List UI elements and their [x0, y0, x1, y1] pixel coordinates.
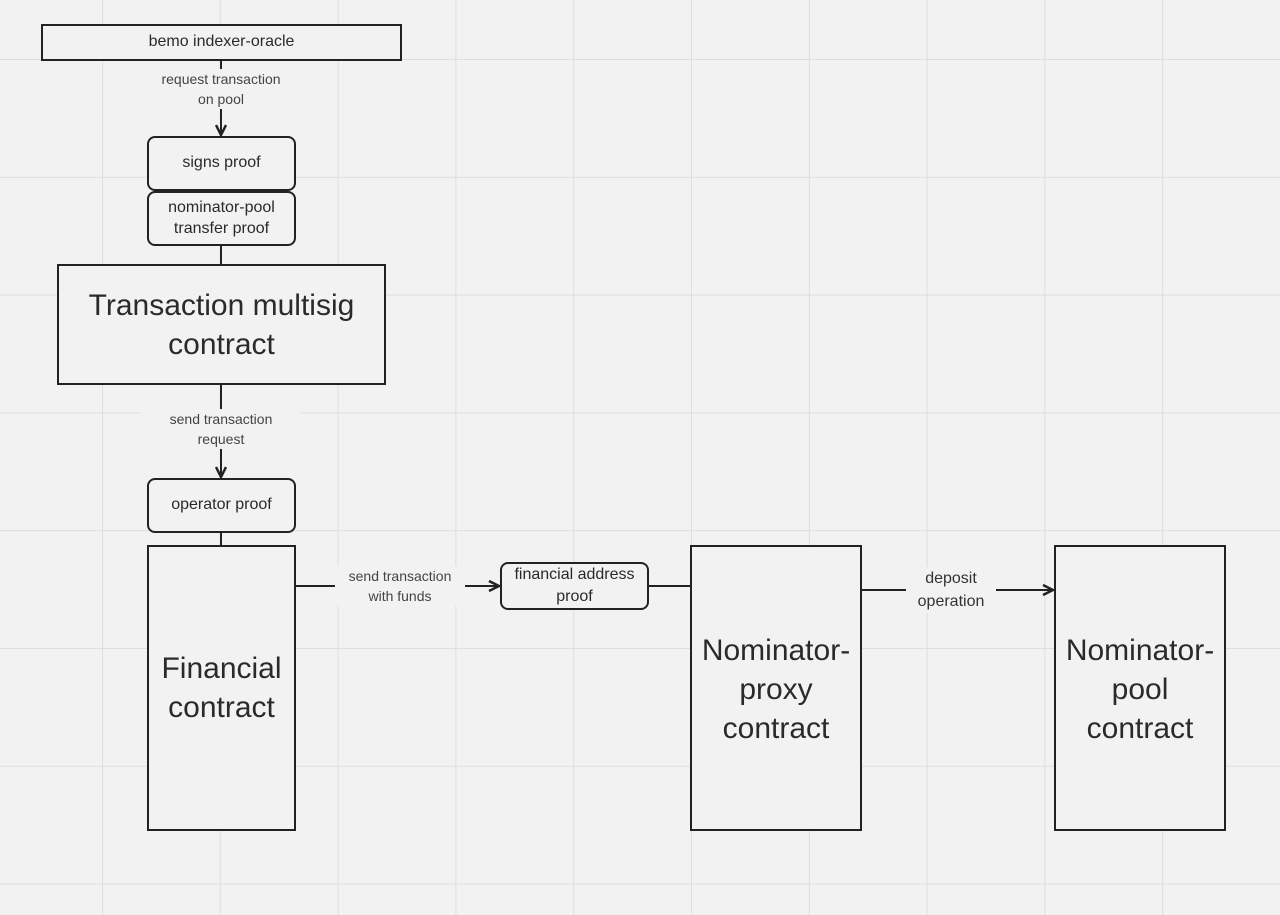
multisig-label-line1: Transaction multisig [88, 288, 355, 322]
transfer-proof-label-line1: nominator-pool [168, 198, 275, 216]
signs-proof-label: signs proof [182, 154, 261, 172]
edge-label-send-transaction-request: send transaction request [141, 409, 301, 449]
financial-address-label-line1: financial address [514, 565, 635, 583]
send-request-label-line1: send transaction [169, 411, 273, 427]
request-label-line2: on pool [198, 91, 244, 107]
deposit-label-line1: deposit [925, 570, 977, 587]
signs-proof-node[interactable]: signs proof [147, 136, 296, 191]
multisig-contract-node[interactable]: Transaction multisig contract [57, 264, 386, 385]
pool-label-line1: Nominator- [1065, 634, 1215, 667]
send-funds-label-line1: send transaction [348, 568, 452, 584]
operator-proof-label: operator proof [171, 496, 272, 514]
edge-label-deposit-operation: deposit operation [906, 567, 996, 613]
financial-address-label-line2: proof [556, 588, 593, 605]
proxy-label-line2: proxy [739, 673, 813, 706]
nominator-proxy-contract-node[interactable]: Nominator- proxy contract [690, 545, 862, 831]
pool-label-line2: pool [1111, 673, 1169, 706]
transfer-proof-label-line2: transfer proof [173, 219, 270, 237]
oracle-label: bemo indexer-oracle [148, 33, 295, 51]
financial-address-proof-node[interactable]: financial address proof [500, 562, 649, 610]
proxy-label-line1: Nominator- [701, 634, 851, 667]
multisig-label-line2: contract [168, 327, 275, 361]
edge-label-request-transaction: request transaction on pool [141, 69, 301, 109]
send-funds-label-line2: with funds [368, 588, 432, 604]
request-label-line1: request transaction [161, 71, 281, 87]
edge-label-send-transaction-with-funds: send transaction with funds [335, 566, 465, 606]
transfer-proof-node[interactable]: nominator-pool transfer proof [147, 191, 296, 246]
oracle-node[interactable]: bemo indexer-oracle [41, 24, 402, 61]
financial-contract-node[interactable]: Financial contract [147, 545, 296, 831]
operator-proof-node[interactable]: operator proof [147, 478, 296, 533]
financial-label-line2: contract [168, 691, 275, 724]
proxy-label-line3: contract [722, 712, 830, 745]
pool-label-line3: contract [1086, 712, 1194, 745]
nominator-pool-contract-node[interactable]: Nominator- pool contract [1054, 545, 1226, 831]
financial-label-line1: Financial [161, 652, 282, 685]
send-request-label-line2: request [197, 431, 245, 447]
deposit-label-line2: operation [917, 593, 985, 610]
